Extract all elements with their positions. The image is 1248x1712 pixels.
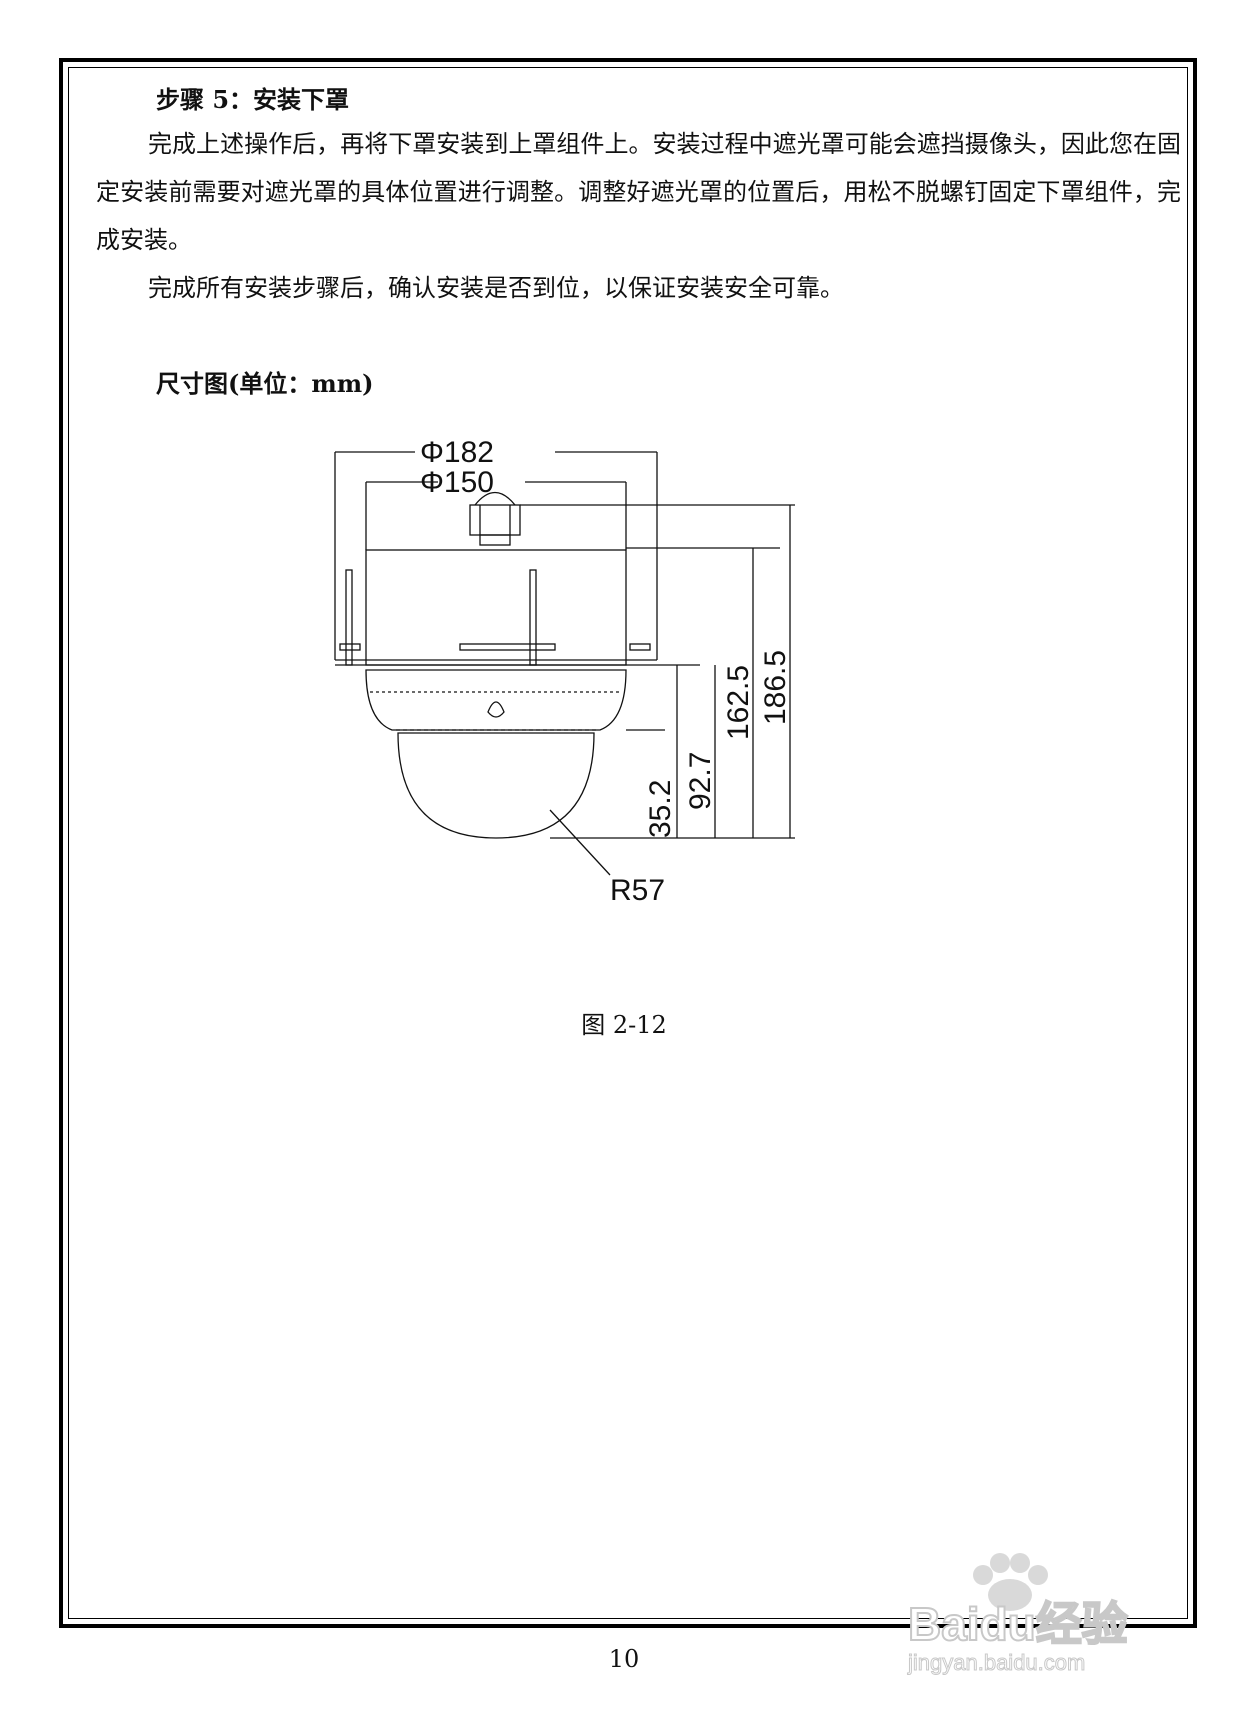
step-paragraph-2: 完成所有安装步骤后，确认安装是否到位，以保证安装安全可靠。 bbox=[148, 274, 844, 302]
page-border-inner bbox=[68, 67, 1188, 1619]
dimension-drawing: Φ182 Φ150 R57 35.2 92.7 162.5 186.5 bbox=[334, 436, 795, 907]
page-border-outer bbox=[59, 58, 1197, 1628]
label-total-height: 186.5 bbox=[759, 650, 792, 725]
baidu-watermark: Baidu经验 jingyan.baidu.com bbox=[907, 1553, 1129, 1676]
watermark-brand: Baidu经验 bbox=[908, 1598, 1128, 1650]
label-radius: R57 bbox=[610, 874, 665, 907]
figure-caption: 图 2-12 bbox=[581, 1011, 667, 1039]
step-paragraph-1: 完成上述操作后，再将下罩安装到上罩组件上。安装过程中遮光罩可能会遮挡摄像头，因此… bbox=[96, 130, 1181, 254]
label-dome-height: 35.2 bbox=[644, 780, 677, 838]
document-body: 步骤 5：安装下罩 完成上述操作后，再将下罩安装到上罩组件上。安装过程中遮光罩可… bbox=[96, 80, 1181, 404]
label-outer-diameter: Φ182 bbox=[420, 436, 494, 469]
label-body-height: 162.5 bbox=[722, 665, 755, 740]
watermark-url: jingyan.baidu.com bbox=[907, 1650, 1085, 1675]
label-lower-height: 92.7 bbox=[684, 752, 717, 810]
step-heading: 步骤 5：安装下罩 bbox=[156, 85, 350, 114]
dimension-title: 尺寸图(单位：mm) bbox=[156, 369, 374, 398]
label-inner-diameter: Φ150 bbox=[420, 466, 494, 499]
page-number: 10 bbox=[608, 1645, 640, 1673]
